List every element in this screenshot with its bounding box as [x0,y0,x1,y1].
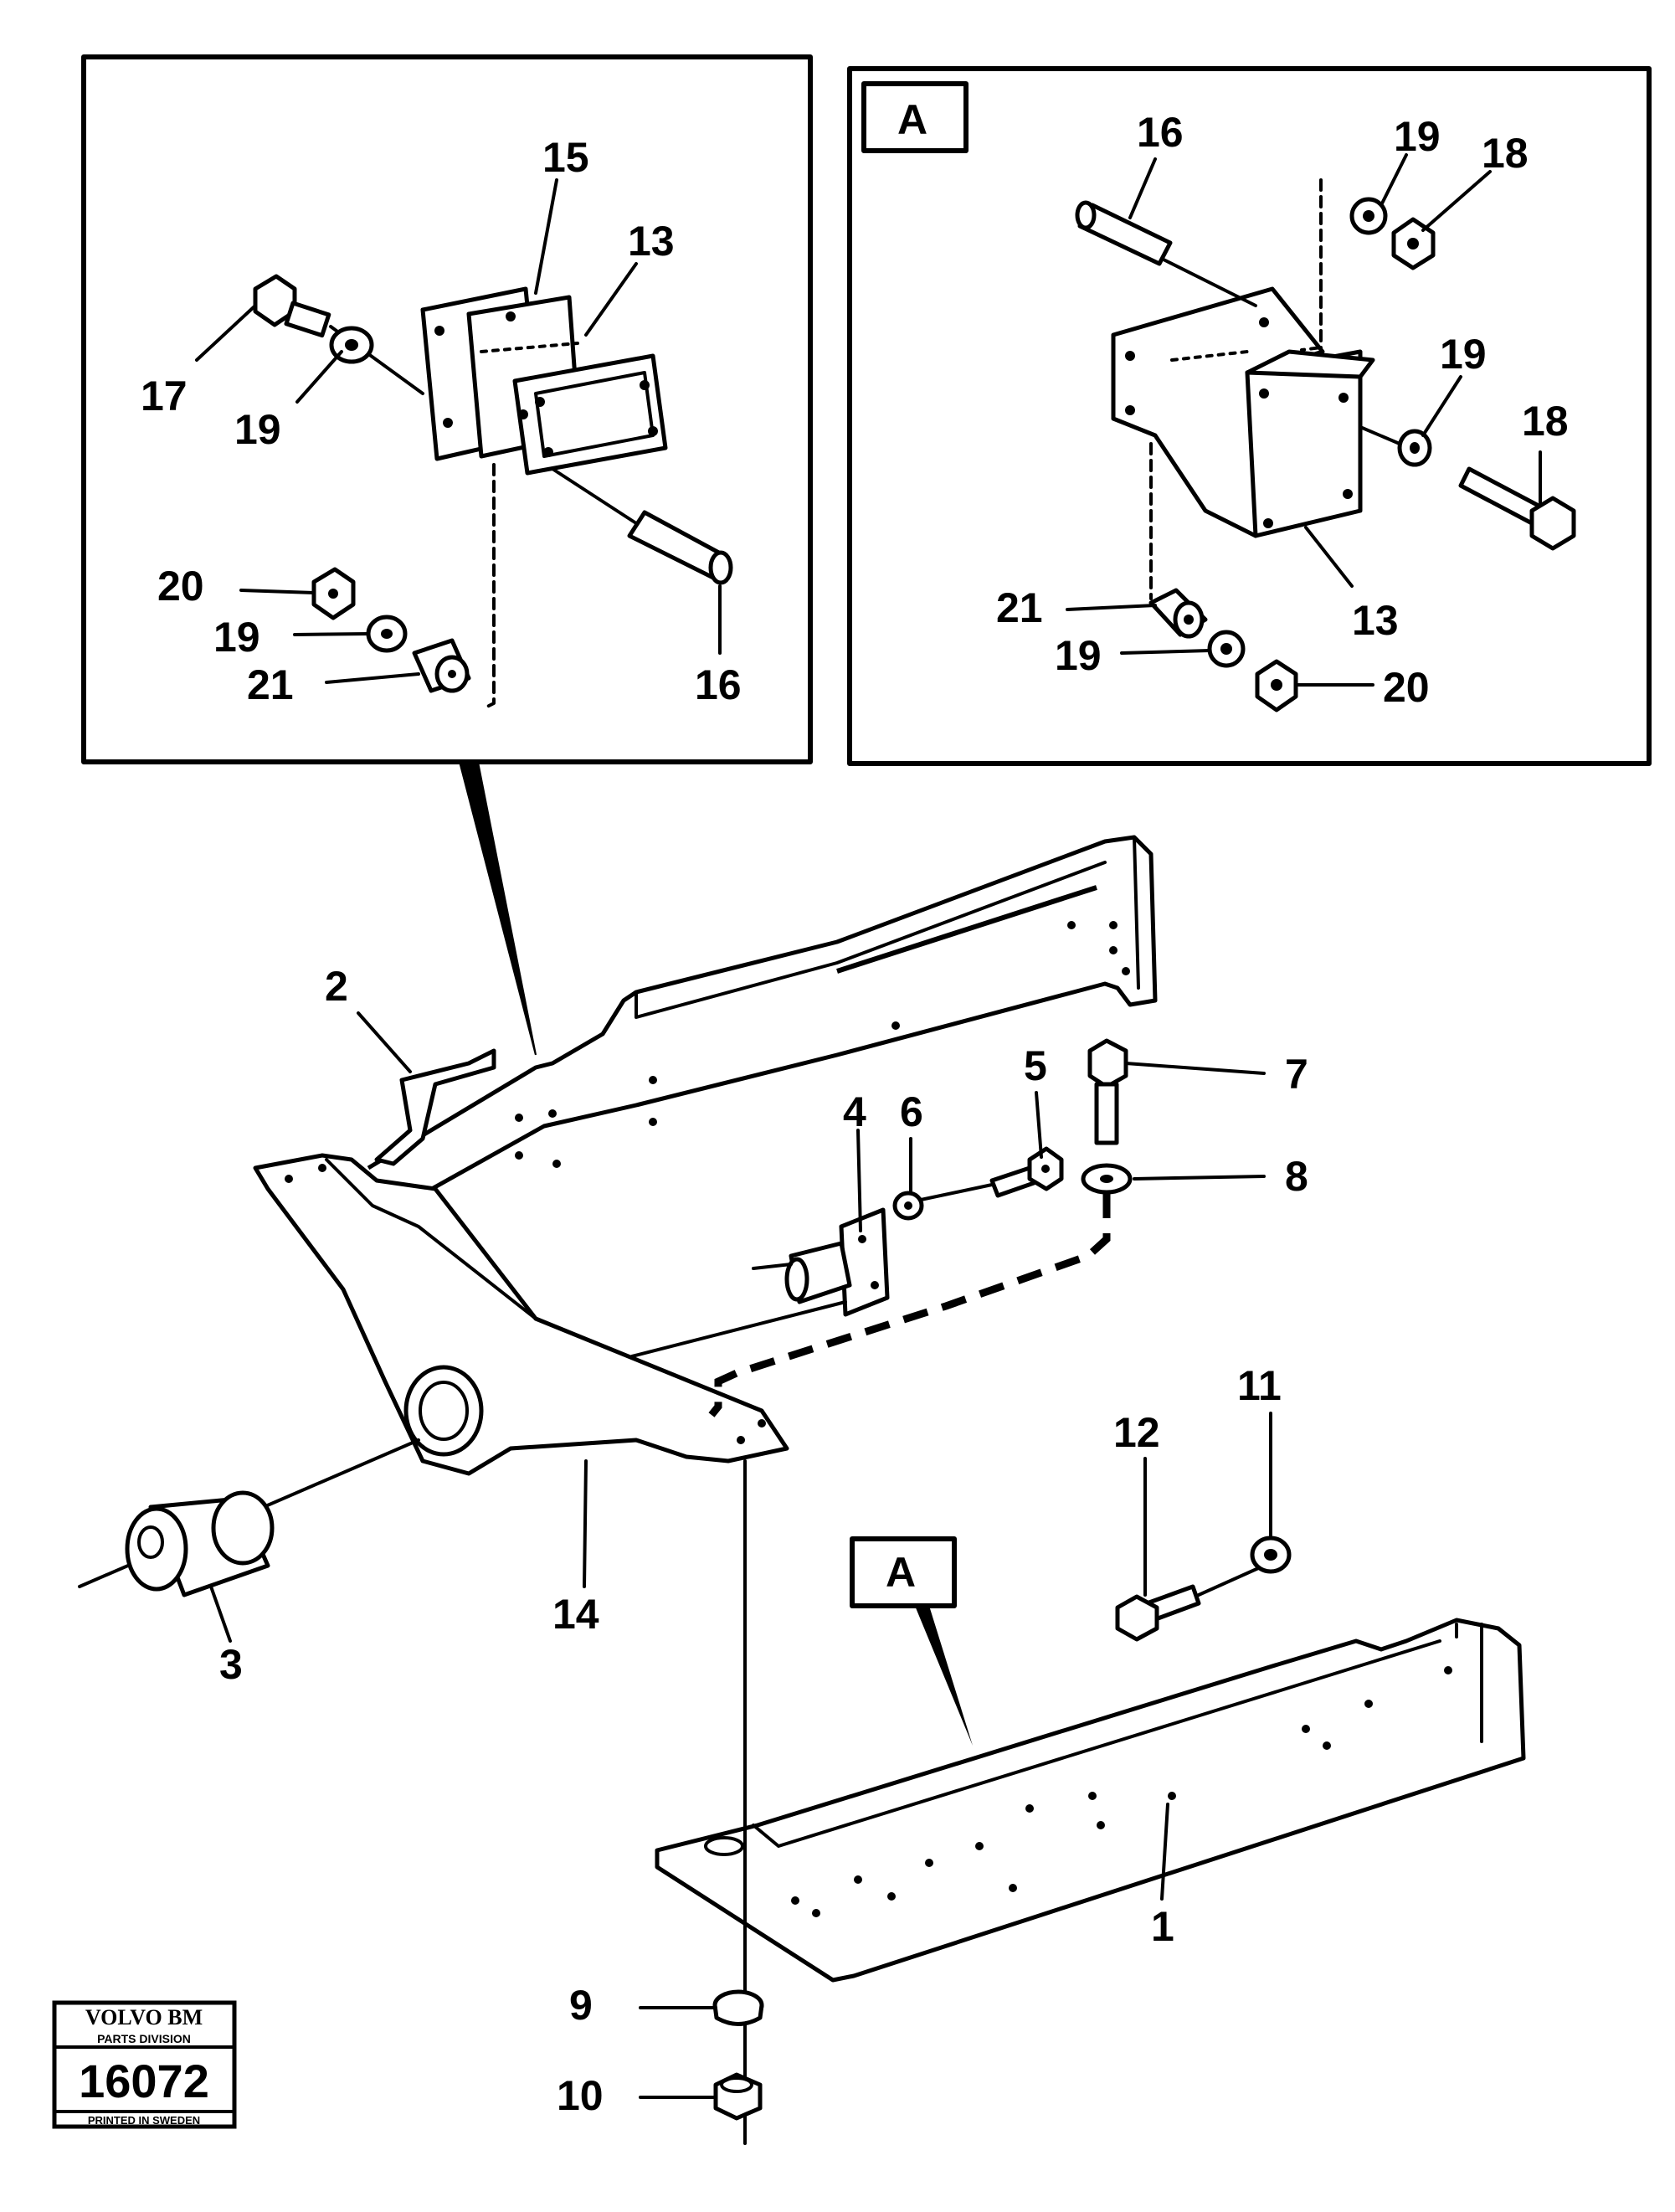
spacer-21 [1148,588,1208,639]
view-label-box [861,81,969,153]
callout-13: 13 [1352,597,1399,644]
view-marker-pointer [915,1606,973,1746]
callout-7: 7 [1285,1051,1308,1098]
callout-19: 19 [234,406,281,453]
callout-19: 19 [1394,113,1441,160]
callout-16: 16 [1137,109,1184,156]
volvo-bm-stamp: VOLVO BM PARTS DIVISION 16072 PRINTED IN… [52,2000,237,2129]
nut-20 [1255,659,1298,712]
callout-19: 19 [1055,632,1102,679]
frame-holes [285,921,1130,1444]
view-marker-a: A [886,1549,916,1596]
callout-20: 20 [1383,664,1430,711]
assembly-line-left [484,463,496,709]
rail-holes [791,1666,1452,1917]
washer-6 [892,1191,924,1221]
nut-10 [713,2072,763,2121]
frame-2 [253,835,1158,1476]
callout-16: 16 [695,661,742,708]
spacer-21 [412,638,471,693]
callout-21: 21 [996,584,1043,631]
washer-19-lower [1207,630,1246,668]
stamp-brand: VOLVO BM [85,2005,203,2029]
callout-9: 9 [569,1982,593,2029]
bolt-7 [1087,1038,1128,1145]
callout-15: 15 [542,134,589,181]
callout-14: 14 [552,1591,599,1638]
stamp-printed: PRINTED IN SWEDEN [88,2114,200,2127]
assembly-line-main [708,1193,1111,1417]
washer-8 [1081,1163,1133,1195]
stamp-number: 16072 [79,2055,209,2107]
inset-right: A [847,66,1652,766]
callout-18: 18 [1522,398,1569,445]
washer-9 [712,1989,764,2026]
callout-1: 1 [1151,1903,1174,1950]
callout-5: 5 [1024,1042,1047,1089]
washer-19-lower [366,615,408,653]
callout-6: 6 [900,1088,923,1135]
callout-17: 17 [141,373,188,419]
stud-16 [1075,200,1257,307]
callout-3: 3 [219,1641,243,1688]
main-assembly: A 2 4 6 5 7 8 11 12 3 14 1 9 10 [78,835,1526,2145]
bolt-12 [1115,1564,1266,1642]
callout-19: 19 [1440,331,1487,378]
callout-21: 21 [247,661,294,708]
callout-12: 12 [1113,1409,1160,1456]
pin-4 [752,1207,890,1317]
rail-1 [655,1618,1526,1983]
washer-19-upper [1349,197,1388,235]
inset-left: 15 13 17 19 20 19 21 16 [81,54,813,1084]
stud-16 [551,467,733,655]
callout-4: 4 [843,1088,866,1135]
bolt-5 [919,1146,1064,1201]
stamp-division: PARTS DIVISION [97,2032,191,2045]
view-marker-box [850,1536,957,1608]
inset-right-frame [847,66,1652,766]
bracket-13 [1111,286,1375,538]
view-label-a: A [897,96,927,143]
eye-11 [1250,1536,1292,1574]
inset-left-frame [81,54,813,764]
callout-2: 2 [325,963,348,1010]
callout-20: 20 [157,563,204,610]
callout-11: 11 [1237,1362,1282,1409]
callout-10: 10 [557,2072,604,2119]
washer-19-mid [1397,429,1432,467]
callout-19: 19 [213,614,260,661]
pivot-housing [403,1365,484,1457]
bushing-3 [125,1490,275,1597]
nut-20 [311,567,356,620]
callout-18: 18 [1482,130,1529,177]
callout-8: 8 [1285,1153,1308,1200]
bracket-assembly-15-13 [420,286,668,476]
inset-left-pointer [459,762,542,1084]
callout-13: 13 [628,218,675,265]
bolt-18 [1359,425,1576,551]
